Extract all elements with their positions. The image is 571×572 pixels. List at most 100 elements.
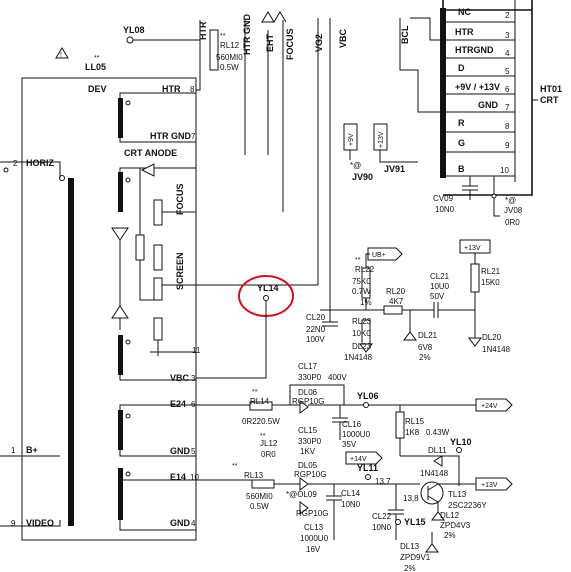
part-ref: CL22: [372, 512, 392, 521]
crt-pin-10: B 10: [446, 164, 515, 177]
part-ref: CL17: [298, 362, 318, 371]
testpoint-label: YL11: [357, 463, 378, 473]
testpoint-label: YL14: [257, 283, 279, 293]
pin-number: 1: [11, 446, 16, 455]
e14-wire: [119, 468, 196, 481]
voltage-reading: 13,7: [375, 477, 391, 486]
regulator-bias: RL20 4K7 DL21 6V8 2% CL21 10U0 50V: [383, 272, 475, 362]
part-ref: RL12: [220, 41, 240, 50]
part-ref: DL12: [440, 511, 460, 520]
dev-pin-label: GND: [170, 518, 191, 528]
transformer-ref: LL05: [85, 62, 106, 72]
part-ref: DL13: [400, 542, 420, 551]
part-value: ZPD4V3: [440, 521, 471, 530]
rail-label: +24V: [481, 403, 498, 410]
diode-icon: [299, 477, 309, 491]
transistor-leads: [427, 483, 439, 503]
dev-pin-label: HTR: [162, 84, 181, 94]
connector-sub: CRT: [540, 95, 559, 105]
transformer-frame: [21, 77, 197, 541]
star-mark: **: [94, 55, 100, 62]
crt-pin-7: GND 7: [446, 100, 515, 113]
dev-pin-label: CRT ANODE: [124, 148, 177, 158]
part-ref: *@OL09: [286, 490, 317, 499]
part-value: 560MI0: [246, 492, 273, 501]
e14-wire: [196, 479, 420, 485]
focus-tap-wire: [162, 211, 196, 286]
crt-pin-9: G 9: [446, 138, 515, 153]
connector-top-edge: [442, 0, 533, 11]
part-value: 75K0: [352, 277, 371, 286]
crt-pin-label: NC: [458, 7, 471, 17]
net-label-eht: EHT: [265, 33, 275, 52]
part-value: 10K0: [352, 329, 371, 338]
resistor-icon: [395, 411, 405, 439]
resistor-icon: [153, 199, 163, 226]
crt-pin-5: D 5: [446, 63, 515, 77]
part-ref: DL23: [352, 342, 372, 351]
testpoint-icon: [363, 402, 369, 408]
rail-tag: [475, 477, 513, 491]
part-ref: CV09: [433, 194, 454, 203]
part-rating: 16V: [306, 545, 321, 554]
dev-transformer: DEV ** LL05 ! 2 HORIZ 1 B+ 9 VIDEO: [0, 47, 201, 541]
star-mark: **: [232, 463, 238, 470]
capacitor-icon: [326, 484, 342, 540]
anode-diode-icon: [140, 163, 155, 177]
crt-pin-number: 3: [505, 31, 510, 40]
part-value: 1N4148: [420, 469, 449, 478]
crt-pin-number: 4: [505, 49, 510, 58]
crt-pin-label: GND: [478, 100, 499, 110]
part-value: 1N4148: [344, 353, 373, 362]
crt-pin-3: HTR 3: [446, 27, 515, 41]
htr-wire: [119, 92, 196, 98]
part-ref: RL13: [244, 471, 264, 480]
htr-gnd-wire: [119, 138, 196, 143]
part-ref: CL21: [430, 272, 450, 281]
winding-dot: [125, 413, 131, 419]
part-value: 330P0: [298, 373, 322, 382]
winding-dot: [125, 177, 131, 183]
part-value: 4K7: [389, 297, 404, 306]
part-value: 6V8: [418, 343, 433, 352]
testpoint-icon: [395, 519, 401, 525]
primary-core: [68, 178, 74, 526]
net-line-bcl: [399, 18, 446, 113]
crt-pin-number: 2: [505, 11, 510, 20]
diode-icon: [299, 400, 309, 414]
pin-number: 9: [11, 519, 16, 528]
part-value: 330P0: [298, 437, 322, 446]
part-value: 10U0: [430, 282, 450, 291]
dev-pin-label: E24: [170, 399, 186, 409]
e24-supply: CL17 330P0 400V ** RL14 0R220.5W DL06 RG…: [196, 362, 476, 459]
crt-pin-number: 5: [505, 67, 510, 76]
dev-pin-number: 11: [192, 346, 201, 355]
part-ref: RL20: [386, 287, 406, 296]
part-value: ZPD9V1: [400, 553, 431, 562]
star-mark: **: [252, 389, 258, 396]
testpoint-yl08: YL08: [123, 25, 200, 44]
left-pin-video: 9 VIDEO: [0, 518, 61, 528]
gnd4-wire: [119, 520, 196, 531]
part-ref: CL15: [298, 426, 318, 435]
crt-pin-number: 10: [500, 166, 509, 175]
capacitor-icon: [462, 176, 478, 200]
resistor-icon: [249, 401, 273, 411]
part-tolerance: 2%: [444, 531, 456, 540]
part-ref: DL20: [482, 333, 502, 342]
part-ref: JL12: [260, 439, 278, 448]
part-rating: 400V: [328, 373, 347, 382]
transistor-icon: [420, 481, 444, 505]
p24-output: CL16 1000U0 35V YL06 RL15 1K8 0.43W +24V: [332, 391, 513, 456]
testpoint-label: YL08: [123, 25, 145, 35]
crt-pin-label: +9V / +13V: [455, 82, 500, 92]
winding-dot: [125, 471, 131, 477]
crt-pin-number: 7: [505, 103, 510, 112]
warning-icon: [55, 47, 69, 59]
rail-wire: [365, 253, 370, 268]
jumper-wire: [493, 176, 500, 217]
part-ref: RL23: [352, 317, 372, 326]
resistor-icon: [153, 317, 163, 341]
rail-label: +14V: [350, 456, 367, 463]
